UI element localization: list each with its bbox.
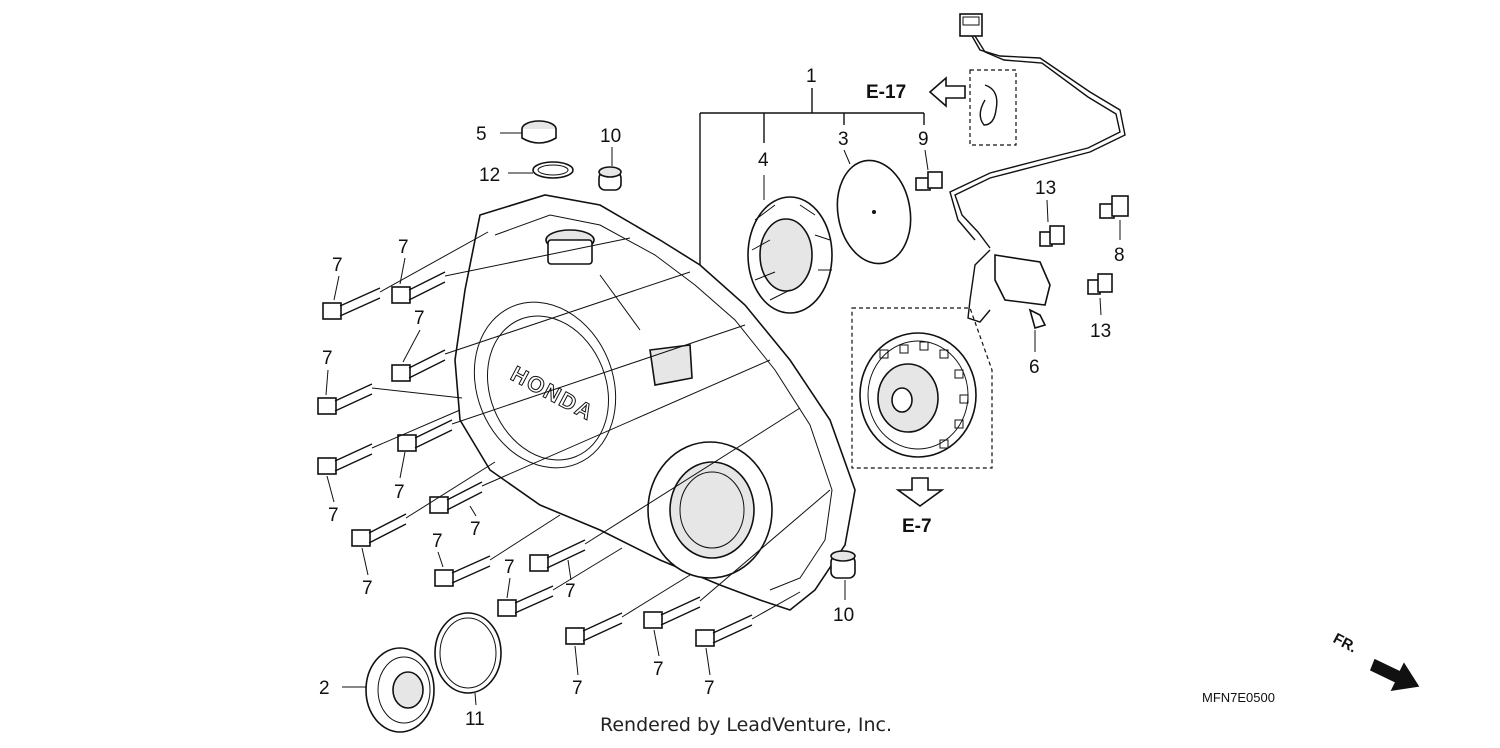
pulse-generator-harness: 6 [949,13,1126,378]
render-credit: Rendered by LeadVenture, Inc. [600,714,892,736]
bolt [529,539,586,572]
stator-assembly-bracket: 1 [699,66,925,265]
callout-7: 7 [565,581,576,602]
reference-e17: E-17 [866,69,1017,146]
callout-7: 7 [414,308,425,329]
callout-10: 10 [833,605,854,626]
callout-5: 5 [476,124,487,145]
callout-9: 9 [918,129,929,150]
bolt [429,481,483,514]
callout-7: 7 [398,237,409,258]
bolt-9: 9 [915,129,943,191]
bolt [497,585,554,617]
left-arrow-icon [928,76,966,108]
bolt-13-upper: 13 [1035,178,1065,247]
bolt [317,443,373,475]
front-arrow-icon [1369,658,1420,692]
crankcase-cover: HONDA [454,194,856,611]
bolt-13-lower: 13 [1087,273,1113,342]
o-ring-11: 11 [434,612,502,730]
callout-7: 7 [504,557,515,578]
front-direction-indicator: FR. [1330,630,1420,692]
o-ring-12: 12 [479,161,574,186]
dowel-pin-10-bottom: 10 [830,550,856,626]
rotor-group: E-7 [851,307,993,537]
bolt [565,612,623,645]
down-arrow-icon [895,477,945,507]
callout-7: 7 [653,659,664,680]
bolt [695,614,753,647]
callout-2: 2 [319,678,330,699]
callout-6: 6 [1029,357,1040,378]
bolt [322,287,381,320]
bolt-8: 8 [1099,195,1129,266]
plug-cap-2: 2 [319,647,435,733]
callout-4: 4 [758,150,769,171]
gasket-3: 3 [836,129,912,265]
bolt [643,596,701,629]
callout-13: 13 [1090,321,1111,342]
oil-filler-cap: 5 [476,120,557,145]
callout-3: 3 [838,129,849,150]
bolt [391,271,446,304]
callout-7: 7 [328,505,339,526]
bolt [397,419,453,452]
callout-7: 7 [322,348,333,369]
callout-7: 7 [332,255,343,276]
reference-e17-label: E-17 [866,82,906,103]
callout-7: 7 [362,578,373,599]
bolt [391,349,446,382]
bolt [317,383,373,415]
bolt [434,555,491,587]
bolt-group [317,231,831,647]
dowel-pin-10-top: 10 [598,126,622,191]
bolt [351,513,407,547]
callout-10: 10 [600,126,621,147]
diagram-code: MFN7E0500 [1202,690,1275,705]
front-label: FR. [1330,630,1359,656]
callout-7: 7 [572,678,583,699]
callout-7: 7 [394,482,405,503]
callout-7: 7 [704,678,715,699]
callout-7: 7 [470,519,481,540]
callout-8: 8 [1114,245,1125,266]
callout-1: 1 [806,66,817,87]
callout-11: 11 [465,709,485,730]
callout-13: 13 [1035,178,1056,199]
stator-4: 4 [747,150,833,314]
callout-7: 7 [432,531,443,552]
reference-e7-label: E-7 [902,516,932,537]
callout-12: 12 [479,165,500,186]
bolt-labels: 7 7 7 7 7 7 7 7 7 7 7 7 7 7 [322,237,715,699]
